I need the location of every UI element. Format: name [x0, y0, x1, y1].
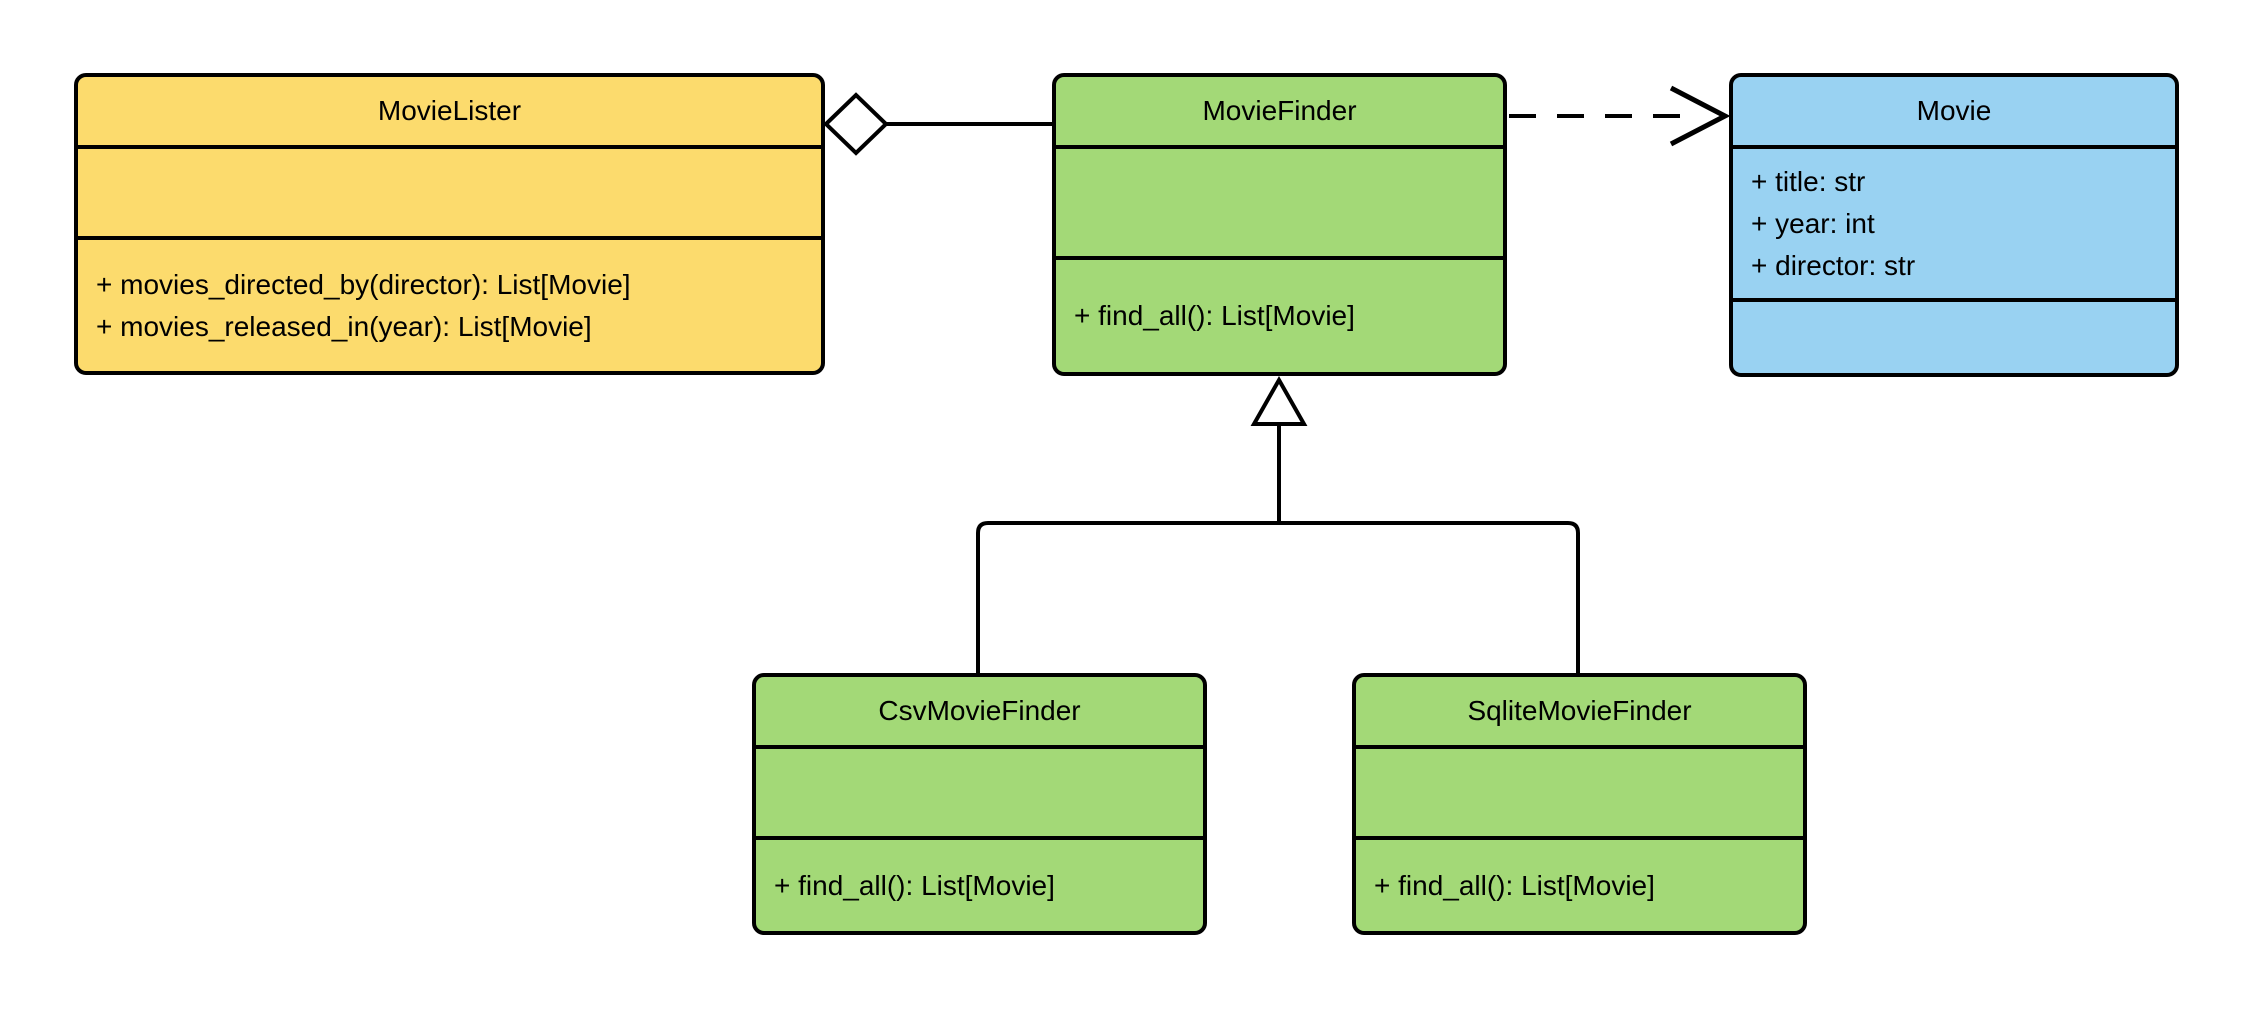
methods-section: + find_all(): List[Movie]	[756, 840, 1203, 931]
attribute-row: + year: int	[1751, 207, 1875, 239]
inheritance-branch-lines	[976, 521, 1580, 673]
class-box-moviefinder: MovieFinder + find_all(): List[Movie]	[1052, 73, 1507, 376]
class-box-csvmoviefinder: CsvMovieFinder + find_all(): List[Movie]	[752, 673, 1207, 935]
methods-section	[1733, 302, 2175, 373]
dependency-open-arrowhead-icon	[1669, 85, 1731, 147]
attributes-section	[78, 149, 821, 240]
attributes-section	[756, 749, 1203, 840]
attribute-row: + director: str	[1751, 249, 1916, 281]
method-row: + movies_directed_by(director): List[Mov…	[96, 268, 631, 300]
aggregation-diamond-icon	[823, 92, 889, 156]
methods-section: + movies_directed_by(director): List[Mov…	[78, 240, 821, 371]
method-row: + find_all(): List[Movie]	[1374, 869, 1655, 901]
class-title: SqliteMovieFinder	[1356, 677, 1803, 749]
class-title: MovieLister	[78, 77, 821, 149]
method-row: + movies_released_in(year): List[Movie]	[96, 310, 592, 342]
inheritance-triangle-icon	[1250, 375, 1308, 426]
methods-section: + find_all(): List[Movie]	[1356, 840, 1803, 931]
class-title: MovieFinder	[1056, 77, 1503, 149]
attributes-section: + title: str + year: int + director: str	[1733, 149, 2175, 302]
class-box-movie: Movie + title: str + year: int + directo…	[1729, 73, 2179, 377]
class-box-sqlitemoviefinder: SqliteMovieFinder + find_all(): List[Mov…	[1352, 673, 1807, 935]
methods-section: + find_all(): List[Movie]	[1056, 260, 1503, 372]
class-title: Movie	[1733, 77, 2175, 149]
method-row: + find_all(): List[Movie]	[774, 869, 1055, 901]
attributes-section	[1356, 749, 1803, 840]
class-box-movielister: MovieLister + movies_directed_by(directo…	[74, 73, 825, 375]
attributes-section	[1056, 149, 1503, 260]
attribute-row: + title: str	[1751, 165, 1866, 197]
method-row: + find_all(): List[Movie]	[1074, 300, 1355, 331]
class-title: CsvMovieFinder	[756, 677, 1203, 749]
